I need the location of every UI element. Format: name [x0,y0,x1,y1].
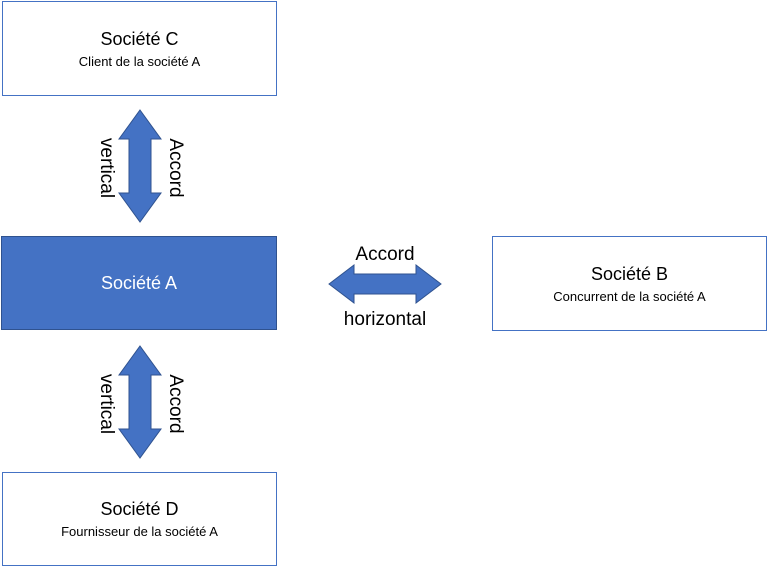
node-title: Société A [100,273,178,293]
node-societe-a: Société A [1,236,277,330]
node-societe-c: Société C Client de la société A [2,1,277,96]
node-subtitle: Concurrent de la société A [553,288,706,304]
double-arrow-vertical-bottom [118,345,162,459]
node-title: Société D [100,499,179,519]
node-title: Société B [590,263,669,284]
double-arrow-horizontal [328,263,442,305]
node-societe-b: Société B Concurrent de la société A [492,236,767,331]
arrow-label-vertical: vertical [96,373,117,435]
arrow-label-accord: Accord [165,374,186,434]
arrow-label-accord: Accord [165,138,186,198]
node-subtitle: Client de la société A [78,53,201,69]
arrow-label-horizontal: horizontal [343,309,427,330]
arrow-label-accord: Accord [355,244,415,265]
node-societe-d: Société D Fournisseur de la société A [2,472,277,566]
arrow-label-vertical: vertical [96,137,117,199]
node-subtitle: Fournisseur de la société A [61,524,218,539]
double-arrow-vertical-top [118,109,162,223]
node-title: Société C [100,28,179,49]
